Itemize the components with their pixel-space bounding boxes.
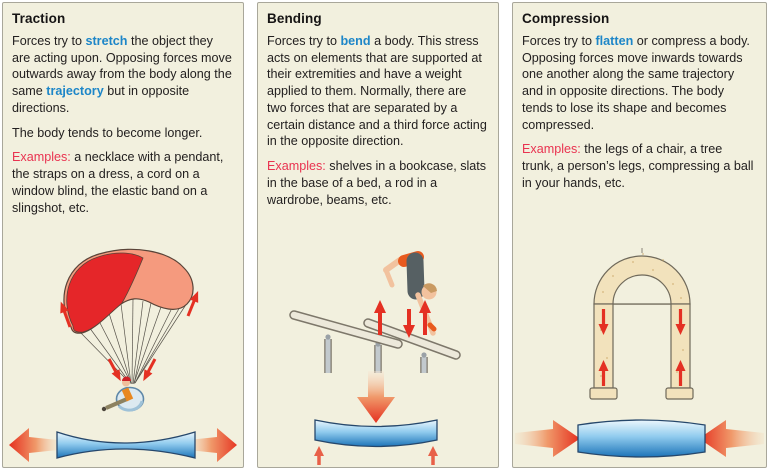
- text-segment: but in opposite directions.: [12, 84, 190, 115]
- traction-force-diagram: [3, 415, 243, 467]
- panel-title: Bending: [267, 11, 322, 26]
- down-arrow-right-leg: [675, 309, 686, 335]
- down-arrow: [403, 309, 415, 338]
- stretch-arrow-left: [9, 428, 58, 462]
- stretch-arrow-riser-left: [107, 358, 121, 382]
- paragraph: Forces try to flatten or compress a body…: [522, 33, 757, 133]
- text-segment: the object they are acting upon. Opposin…: [12, 34, 232, 99]
- paraglider-lines: [78, 298, 188, 385]
- compressed-bar: [577, 419, 706, 458]
- highlight-blue: stretch: [85, 34, 128, 48]
- compression-force-diagram: [513, 412, 766, 468]
- text-segment: the legs of a chair, a tree trunk, a per…: [522, 142, 754, 190]
- compression-arrows: [598, 309, 686, 386]
- stone-arch: [589, 255, 694, 400]
- parallel-bars: [289, 310, 461, 360]
- up-arrow-right-leg: [675, 360, 686, 386]
- support-arrow-left: [314, 446, 324, 465]
- highlight-red: Examples:: [267, 159, 326, 174]
- stretch-arrow-riser-right: [143, 358, 157, 382]
- canopy-red-cell: [66, 252, 144, 333]
- highlight-red: Examples:: [522, 142, 581, 157]
- panel-bending: Bending Forces try to bend a body. This …: [257, 2, 499, 468]
- text-segment: Forces try to: [522, 34, 596, 48]
- paraglider-illustration: [3, 241, 243, 415]
- arch-illustration: [513, 240, 766, 412]
- paragraph: Forces try to bend a body. This stress a…: [267, 33, 489, 150]
- stretch-arrow-canopy-left: [60, 301, 72, 328]
- bending-force-diagram: [258, 369, 498, 467]
- gymnast-parallel-bars-illustration: [258, 247, 498, 373]
- highlight-blue: bend: [340, 34, 371, 48]
- load-arrow-down: [357, 371, 395, 423]
- highlight-blue: trajectory: [46, 84, 104, 99]
- stretch-arrow-canopy-right: [186, 290, 199, 317]
- gymnast: [383, 251, 437, 336]
- up-arrow-left-leg: [598, 360, 609, 386]
- panel-title: Compression: [522, 11, 610, 26]
- paragraph: Examples: shelves in a bookcase, slats i…: [267, 158, 489, 208]
- highlight-red: Examples:: [12, 150, 71, 165]
- text-segment: or compress a body. Opposing forces move…: [522, 34, 750, 132]
- bending-force-arrows: [374, 300, 431, 338]
- support-arrow-right: [428, 446, 438, 465]
- stretch-arrow-right: [188, 428, 237, 462]
- pilot: [101, 376, 145, 412]
- panel-compression: Compression Forces try to flatten or com…: [512, 2, 767, 468]
- text-segment: a necklace with a pendant, the straps on…: [12, 150, 224, 215]
- panel-traction: Traction Forces try to stretch the objec…: [2, 2, 244, 468]
- text-segment: Forces try to: [267, 34, 341, 48]
- up-arrow-right: [419, 300, 431, 335]
- text-segment: a body. This stress acts on elements tha…: [267, 34, 487, 149]
- text-segment: Forces try to: [12, 34, 86, 48]
- text-segment: shelves in a bookcase, slats in the base…: [267, 159, 487, 207]
- stretched-bar: [56, 431, 196, 459]
- compress-arrow-left: [515, 420, 580, 457]
- paragraph: Examples: the legs of a chair, a tree tr…: [522, 141, 757, 191]
- compress-arrow-right: [699, 420, 764, 457]
- up-arrow-left: [374, 300, 386, 335]
- highlight-blue: flatten: [595, 34, 634, 48]
- paragraph: Examples: a necklace with a pendant, the…: [12, 149, 234, 216]
- bar-posts: [324, 334, 428, 373]
- down-arrow-left-leg: [598, 309, 609, 335]
- text-segment: The body tends to become longer.: [12, 125, 203, 140]
- paragraph: Forces try to stretch the object they ar…: [12, 33, 234, 117]
- panel-title: Traction: [12, 11, 66, 26]
- paragraph: The body tends to become longer.: [12, 125, 234, 142]
- support-arrows: [314, 446, 438, 465]
- bent-beam: [314, 419, 438, 448]
